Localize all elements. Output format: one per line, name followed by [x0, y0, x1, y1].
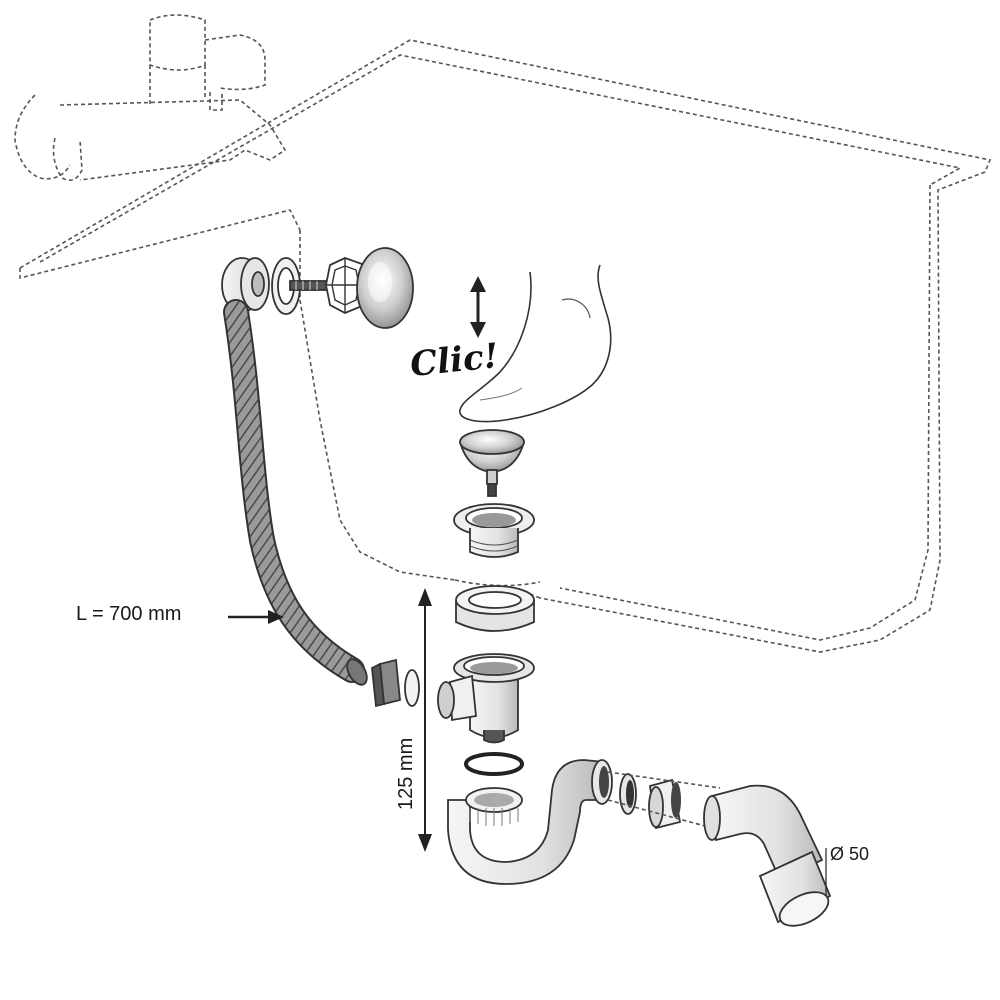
- foot-illustration: [459, 264, 612, 423]
- hose-connector: [371, 658, 420, 708]
- press-arrow-icon: [470, 276, 486, 338]
- siphon-trap: [447, 759, 613, 885]
- hose-length-label: L = 700 mm: [76, 603, 181, 625]
- bathtub-outline: [19, 39, 992, 653]
- o-ring: [464, 752, 524, 776]
- trap-washers: [619, 773, 682, 830]
- hose-length-pointer: [228, 610, 284, 624]
- drain-body: [437, 653, 535, 744]
- faucet-outline: [14, 14, 287, 181]
- flexible-hose: [223, 299, 368, 686]
- click-label: Clic!: [408, 336, 500, 385]
- sealing-gasket: [455, 585, 535, 632]
- drain-flange: [453, 503, 535, 558]
- outlet-elbow-pipe: [703, 784, 832, 927]
- height-dimension: [418, 588, 432, 852]
- overflow-assembly: [221, 247, 414, 329]
- click-clack-plug: [458, 429, 526, 497]
- diameter-label: Ø 50: [830, 844, 869, 864]
- height-label: 125 mm: [395, 738, 417, 810]
- alignment-lines: [607, 771, 721, 831]
